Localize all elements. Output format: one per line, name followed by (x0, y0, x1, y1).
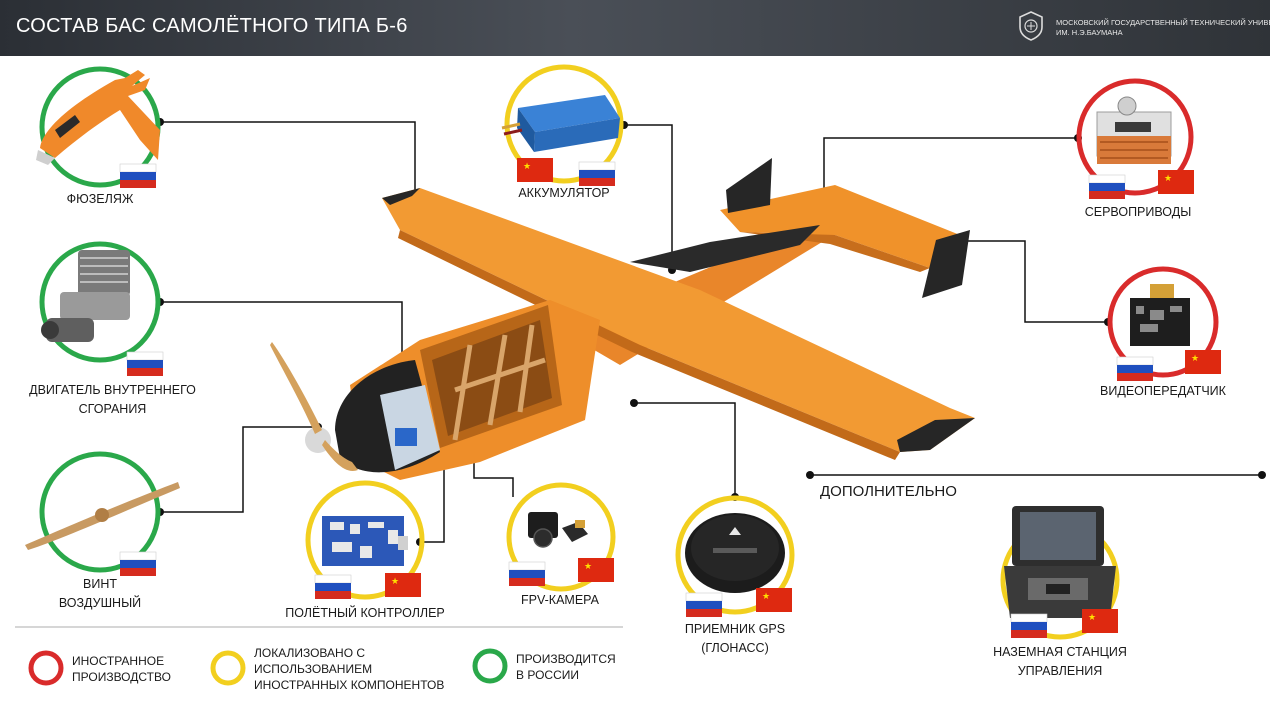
aircraft-illustration (270, 158, 975, 480)
university-name-line1: МОСКОВСКИЙ ГОСУДАРСТВЕННЫЙ ТЕХНИЧЕСКИЙ У… (1056, 18, 1270, 27)
engine-icon (41, 250, 130, 342)
fuselage-icon (36, 70, 160, 165)
camera-icon (528, 512, 588, 548)
gps-icon (685, 513, 785, 593)
label-video-transmitter: ВИДЕОПЕРЕДАТЧИК (1100, 384, 1226, 398)
battery-icon (501, 95, 620, 152)
servo-icon (1096, 96, 1172, 164)
header-bar: СОСТАВ БАС САМОЛЁТНОГО ТИПА Б-6 МОСКОВСК… (0, 0, 1270, 56)
university-logo: МОСКОВСКИЙ ГОСУДАРСТВЕННЫЙ ТЕХНИЧЕСКИЙ У… (1018, 8, 1270, 48)
page-title: СОСТАВ БАС САМОЛЁТНОГО ТИПА Б-6 (16, 15, 408, 37)
flight-controller-icon (322, 516, 408, 566)
legend-russia-text: ПРОИЗВОДИТСЯ В РОССИИ (516, 652, 616, 682)
label-ground-station: НАЗЕМНАЯ СТАНЦИЯ УПРАВЛЕНИЯ (993, 645, 1127, 678)
label-gps: ПРИЕМНИК GPS (ГЛОНАСС) (684, 622, 786, 655)
legend-foreign-text: ИНОСТРАННОЕ ПРОИЗВОДСТВО (72, 654, 171, 684)
additional-heading: ДОПОЛНИТЕЛЬНО (820, 483, 957, 500)
legend-rings (28, 648, 508, 686)
university-emblem-icon (1019, 11, 1043, 41)
label-propeller: ВИНТ ВОЗДУШНЫЙ (58, 577, 142, 610)
video-transmitter-icon (1130, 284, 1190, 346)
label-engine: ДВИГАТЕЛЬ ВНУТРЕННЕГО СГОРАНИЯ (29, 383, 196, 416)
label-fuselage: ФЮЗЕЛЯЖ (66, 192, 134, 206)
ground-station-icon (1004, 506, 1116, 618)
label-flight-controller: ПОЛЁТНЫЙ КОНТРОЛЛЕР (285, 606, 445, 620)
label-servos: СЕРВОПРИВОДЫ (1084, 205, 1192, 219)
label-battery: АККУМУЛЯТОР (518, 186, 610, 200)
propeller-icon (25, 482, 180, 550)
university-name-line2: ИМ. Н.Э.БАУМАНА (1056, 28, 1123, 37)
status-rings (39, 64, 1219, 640)
legend-localized-text: ЛОКАЛИЗОВАНО С ИСПОЛЬЗОВАНИЕМ ИНОСТРАННЫ… (254, 646, 445, 692)
label-fpv-camera: FPV-КАМЕРА (521, 593, 599, 607)
